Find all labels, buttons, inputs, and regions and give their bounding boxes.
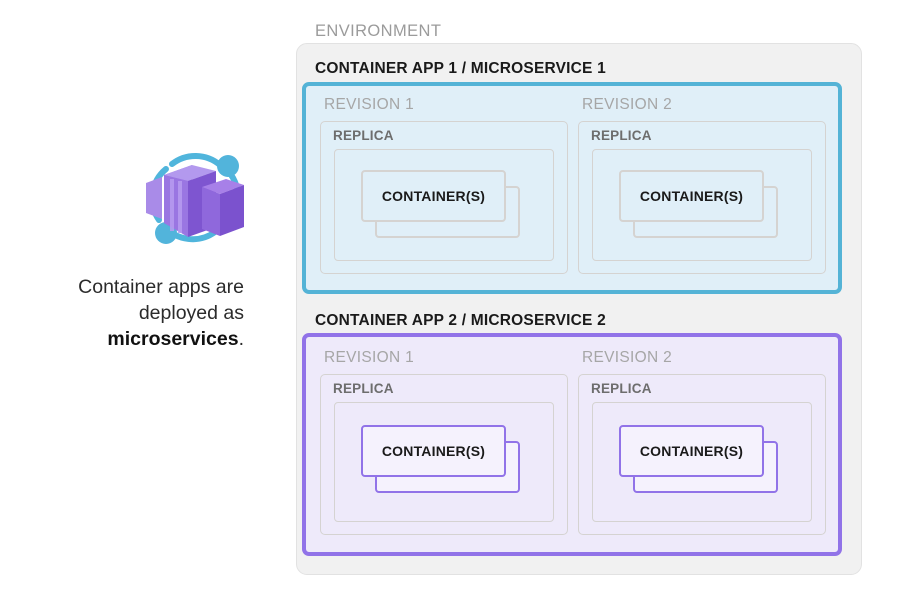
app-2-revision-2-container-label: CONTAINER(S) [639, 443, 744, 459]
app-2-revision-1-container-label: CONTAINER(S) [381, 443, 486, 459]
app-2-revision-2-replica-inner: CONTAINER(S) [592, 402, 812, 522]
app-1-revision-2-container-label: CONTAINER(S) [639, 188, 744, 204]
caption-line-1: Container apps are [78, 276, 244, 298]
app-1-revision-1-container-label: CONTAINER(S) [381, 188, 486, 204]
app-1-revision-1-replica-box: REPLICA CONTAINER(S) [320, 121, 568, 274]
app-1-revision-1-replica-inner: CONTAINER(S) [334, 149, 554, 261]
app-1-revision-1-replica-label: REPLICA [333, 128, 394, 143]
container-front-box: CONTAINER(S) [619, 425, 764, 477]
caption-line-3-emphasis: microservices [107, 328, 239, 350]
explanation-panel: Container apps are deployed as microserv… [0, 0, 280, 598]
app-2-revision-2-container-stack: CONTAINER(S) [593, 403, 811, 521]
container-app-1-title: CONTAINER APP 1 / MICROSERVICE 1 [315, 60, 606, 77]
app-1-revision-2-container-stack: CONTAINER(S) [593, 150, 811, 260]
azure-container-apps-icon [140, 143, 250, 255]
app-1-revision-2-replica-inner: CONTAINER(S) [592, 149, 812, 261]
app-1-revision-2-replica-box: REPLICA CONTAINER(S) [578, 121, 826, 274]
app-2-revision-2-label: REVISION 2 [582, 349, 672, 366]
container-front-box: CONTAINER(S) [361, 170, 506, 222]
container-front-box: CONTAINER(S) [619, 170, 764, 222]
container-app-1-box: REVISION 1 REPLICA CONTAINER(S) REVISION… [302, 82, 842, 294]
caption-line-2: deployed as [138, 302, 244, 324]
app-1-revision-1: REVISION 1 REPLICA CONTAINER(S) [320, 96, 568, 274]
app-1-revision-1-label: REVISION 1 [324, 96, 414, 113]
environment-label: ENVIRONMENT [315, 22, 442, 40]
app-1-revision-2: REVISION 2 REPLICA CONTAINER(S) [578, 96, 826, 274]
app-2-revision-2-replica-box: REPLICA CONTAINER(S) [578, 374, 826, 535]
app-2-revision-1-replica-inner: CONTAINER(S) [334, 402, 554, 522]
container-front-box: CONTAINER(S) [361, 425, 506, 477]
container-app-2-box: REVISION 1 REPLICA CONTAINER(S) REVISION… [302, 333, 842, 556]
app-1-revision-1-container-stack: CONTAINER(S) [335, 150, 553, 260]
container-app-2-title: CONTAINER APP 2 / MICROSERVICE 2 [315, 312, 606, 329]
app-2-revision-1-container-stack: CONTAINER(S) [335, 403, 553, 521]
app-2-revision-1: REVISION 1 REPLICA CONTAINER(S) [320, 349, 568, 535]
app-2-revision-2-replica-label: REPLICA [591, 381, 652, 396]
app-2-revision-1-label: REVISION 1 [324, 349, 414, 366]
app-2-revision-1-replica-box: REPLICA CONTAINER(S) [320, 374, 568, 535]
caption-line-3-period: . [238, 328, 244, 350]
caption-text: Container apps are deployed as microserv… [20, 274, 244, 352]
app-2-revision-2: REVISION 2 REPLICA CONTAINER(S) [578, 349, 826, 535]
app-1-revision-2-replica-label: REPLICA [591, 128, 652, 143]
app-2-revision-1-replica-label: REPLICA [333, 381, 394, 396]
app-1-revision-2-label: REVISION 2 [582, 96, 672, 113]
